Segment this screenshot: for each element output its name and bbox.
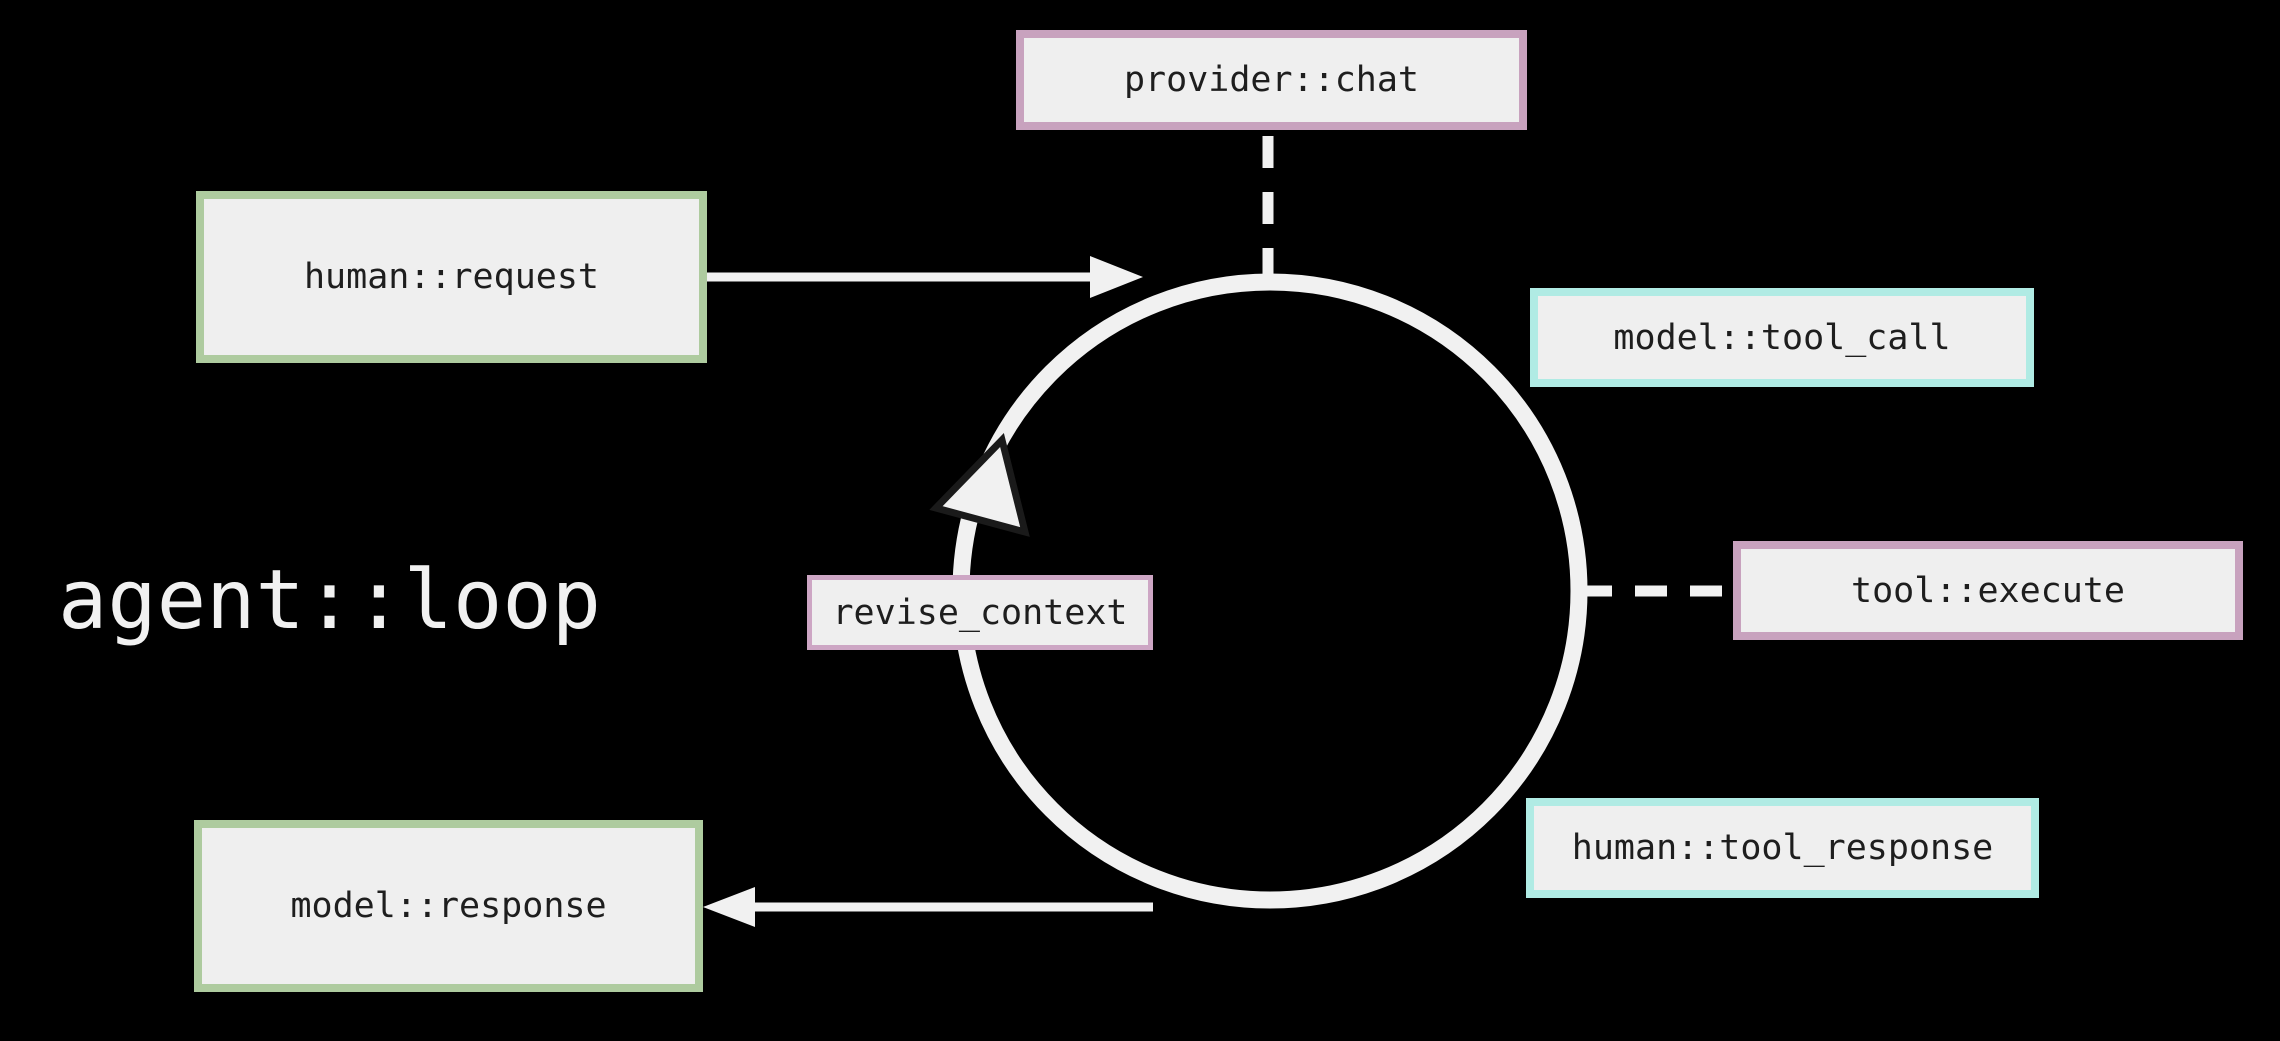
node-model-tool-call-label: model::tool_call [1613, 317, 1951, 358]
node-human-tool-response: human::tool_response [1526, 798, 2039, 898]
node-provider-chat-label: provider::chat [1123, 60, 1419, 100]
diagram-title: agent::loop [58, 552, 602, 648]
loop-direction-arrowhead [929, 433, 1030, 537]
node-revise-context-label: revise_context [832, 592, 1128, 633]
response-arrow [703, 887, 1153, 927]
node-model-response-label: model::response [290, 886, 607, 926]
request-arrow [705, 256, 1143, 298]
node-tool-execute: tool::execute [1733, 541, 2243, 640]
node-provider-chat: provider::chat [1016, 30, 1527, 130]
node-model-tool-call: model::tool_call [1530, 288, 2034, 387]
node-tool-execute-label: tool::execute [1851, 570, 2125, 611]
node-human-request: human::request [196, 191, 707, 363]
node-human-request-label: human::request [303, 257, 599, 297]
node-revise-context: revise_context [807, 575, 1153, 650]
node-model-response: model::response [194, 820, 703, 992]
node-human-tool-response-label: human::tool_response [1571, 828, 1994, 868]
